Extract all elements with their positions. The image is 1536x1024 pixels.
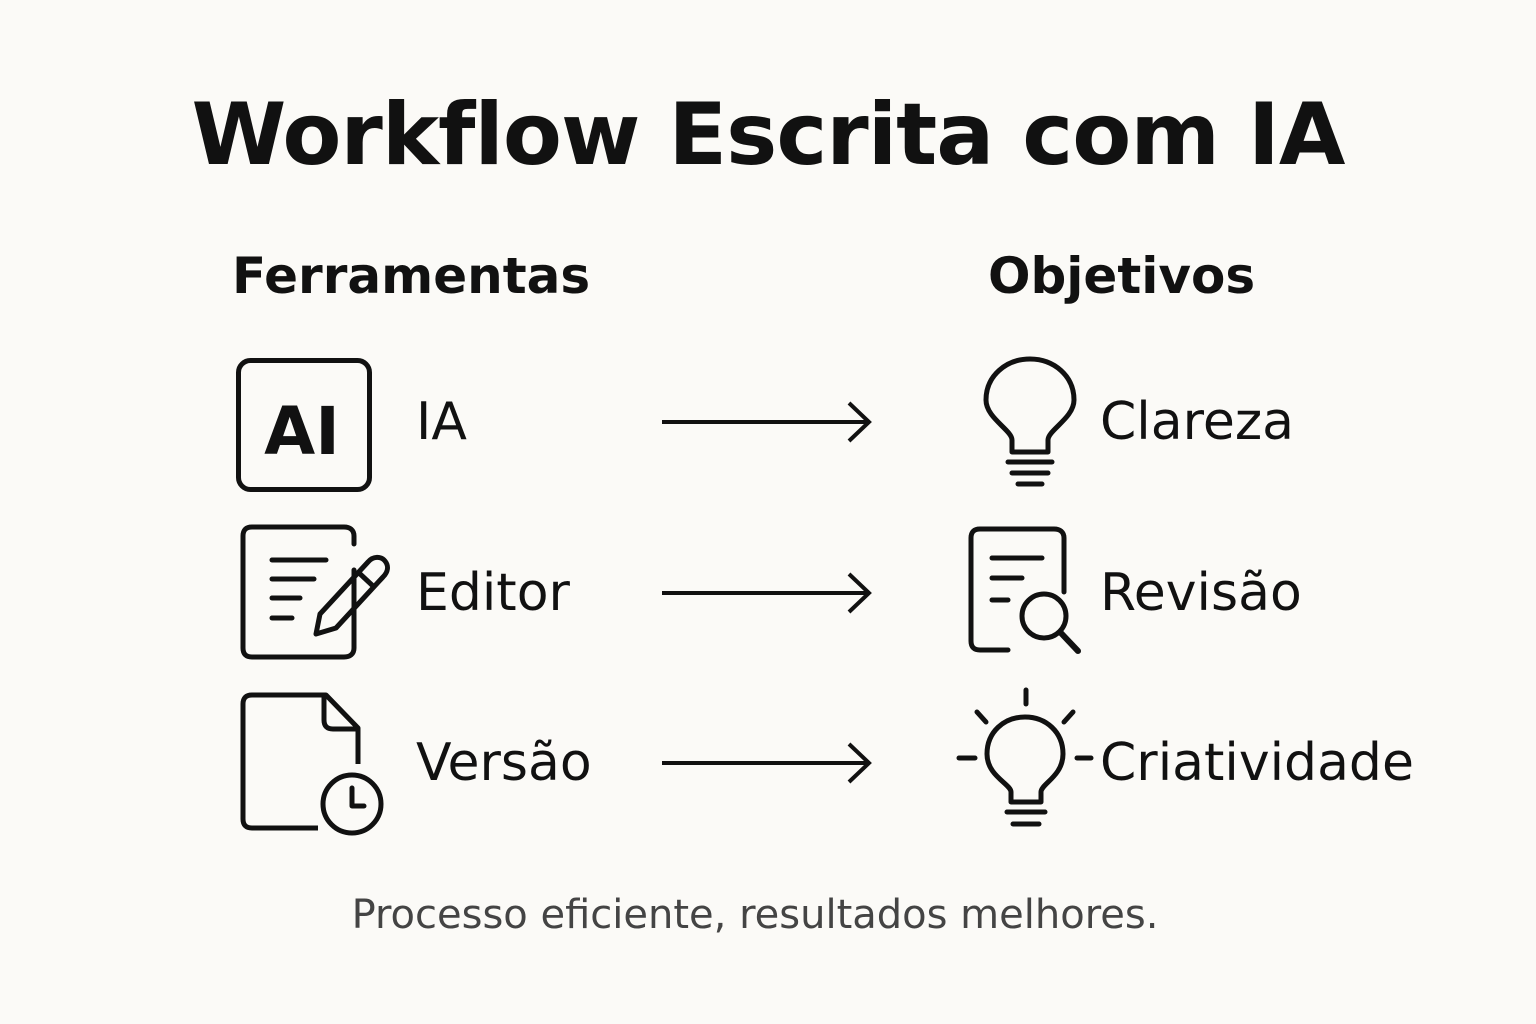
- tool-label-editor: Editor: [416, 563, 570, 623]
- lightbulb-icon: [983, 356, 1077, 487]
- goal-label-revisao: Revisão: [1100, 563, 1302, 623]
- edit-document-icon: [240, 524, 390, 660]
- goals-heading: Objetivos: [988, 247, 1256, 305]
- document-clock-icon: [240, 692, 384, 836]
- tool-label-versao: Versão: [416, 733, 592, 793]
- tool-label-ia: IA: [416, 392, 467, 452]
- document-search-icon: [968, 526, 1081, 654]
- footer-caption: Processo eficiente, resultados melhores.: [351, 892, 1159, 938]
- goal-label-clareza: Clareza: [1100, 392, 1295, 452]
- arrow-icon: [662, 401, 872, 443]
- arrow-icon: [662, 742, 872, 784]
- goal-label-criatividade: Criatividade: [1100, 733, 1414, 793]
- ai-icon: AI: [236, 358, 372, 492]
- tools-heading: Ferramentas: [232, 247, 591, 305]
- page-title: Workflow Escrita com IA: [191, 85, 1346, 185]
- ai-icon-text: AI: [264, 393, 340, 470]
- shining-lightbulb-icon: [956, 687, 1094, 827]
- arrow-icon: [662, 572, 872, 614]
